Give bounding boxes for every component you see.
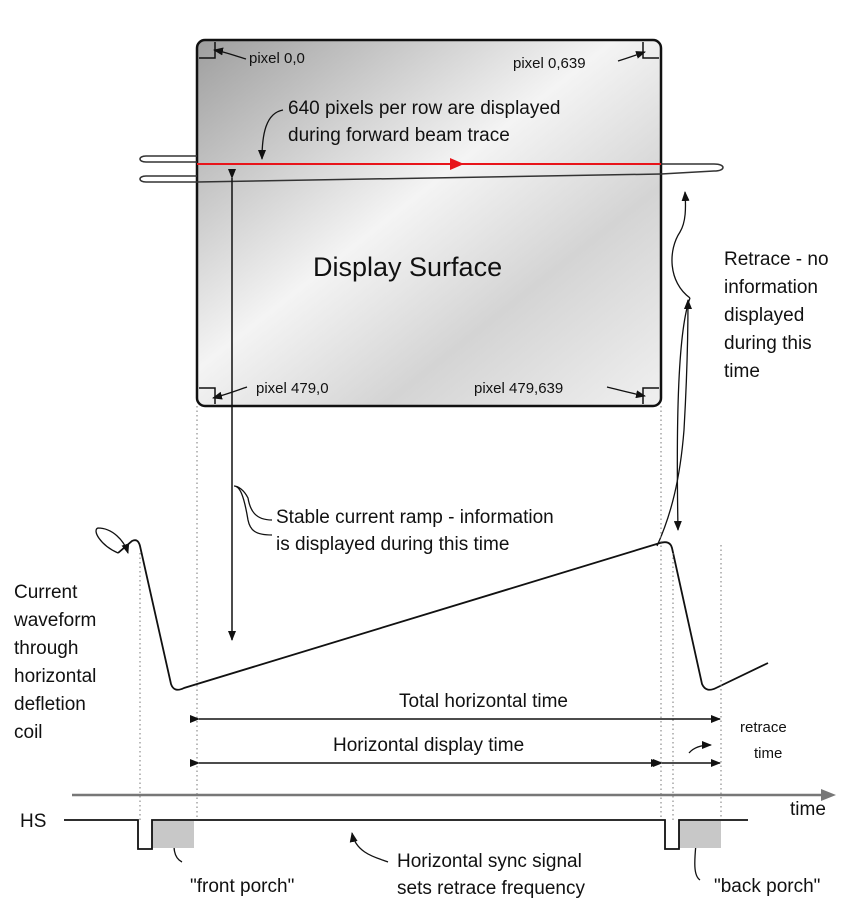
- waveform-note-line: horizontal: [14, 666, 96, 687]
- time-axis-arrowhead: [821, 789, 836, 801]
- retrace-time-label-line-2: time: [754, 745, 782, 762]
- waveform-note-line: defletion: [14, 694, 86, 715]
- waveform-note-line: waveform: [13, 610, 96, 631]
- display-surface: [195, 38, 663, 408]
- corner-brackets: [199, 42, 659, 404]
- beam-direction-arrow: [450, 158, 464, 170]
- ramp-note-line-2: is displayed during this time: [276, 534, 509, 555]
- waveform-note-line: Current: [14, 582, 78, 603]
- back-porch-label: "back porch": [714, 876, 820, 897]
- corner-label-bottom-left: pixel 479,0: [256, 380, 329, 397]
- beam-retrace-loops: [139, 155, 724, 183]
- horizontal-display-time-label: Horizontal display time: [333, 735, 524, 756]
- retrace-time-label-line-1: retrace: [740, 719, 787, 736]
- time-axis-label: time: [790, 799, 826, 820]
- waveform-note: Current waveform through horizontal defl…: [13, 582, 102, 743]
- corner-label-bottom-right: pixel 479,639: [474, 380, 563, 397]
- waveform-note-line: coil: [14, 722, 43, 743]
- hs-sync-signal: [64, 819, 748, 850]
- corner-label-top-right: pixel 0,639: [513, 55, 586, 72]
- retrace-note-line: information: [724, 277, 818, 298]
- retrace-note-line: during this: [724, 333, 812, 354]
- waveform-note-line: through: [14, 638, 78, 659]
- corner-label-top-left: pixel 0,0: [249, 50, 305, 67]
- retrace-note: Retrace - no information displayed durin…: [724, 249, 834, 382]
- front-porch-region: [152, 821, 194, 848]
- back-porch-region: [679, 821, 721, 848]
- sync-note-line-2: sets retrace frequency: [397, 878, 585, 899]
- retrace-note-line: time: [724, 361, 760, 382]
- row-note-line-1: 640 pixels per row are displayed: [288, 98, 561, 119]
- hs-signal-label: HS: [20, 811, 46, 832]
- retrace-note-line: Retrace - no: [724, 249, 829, 270]
- ramp-note-line-1: Stable current ramp - information: [276, 507, 554, 528]
- display-surface-title: Display Surface: [313, 252, 502, 282]
- total-horizontal-time-label: Total horizontal time: [399, 691, 568, 712]
- guide-lines: [139, 406, 722, 820]
- row-note-line-2: during forward beam trace: [288, 125, 510, 146]
- ramp-note-brace: [233, 485, 273, 536]
- front-porch-label: "front porch": [190, 876, 294, 897]
- current-waveform: [117, 539, 769, 691]
- sync-note-line-1: Horizontal sync signal: [397, 851, 582, 872]
- retrace-note-line: displayed: [724, 305, 804, 326]
